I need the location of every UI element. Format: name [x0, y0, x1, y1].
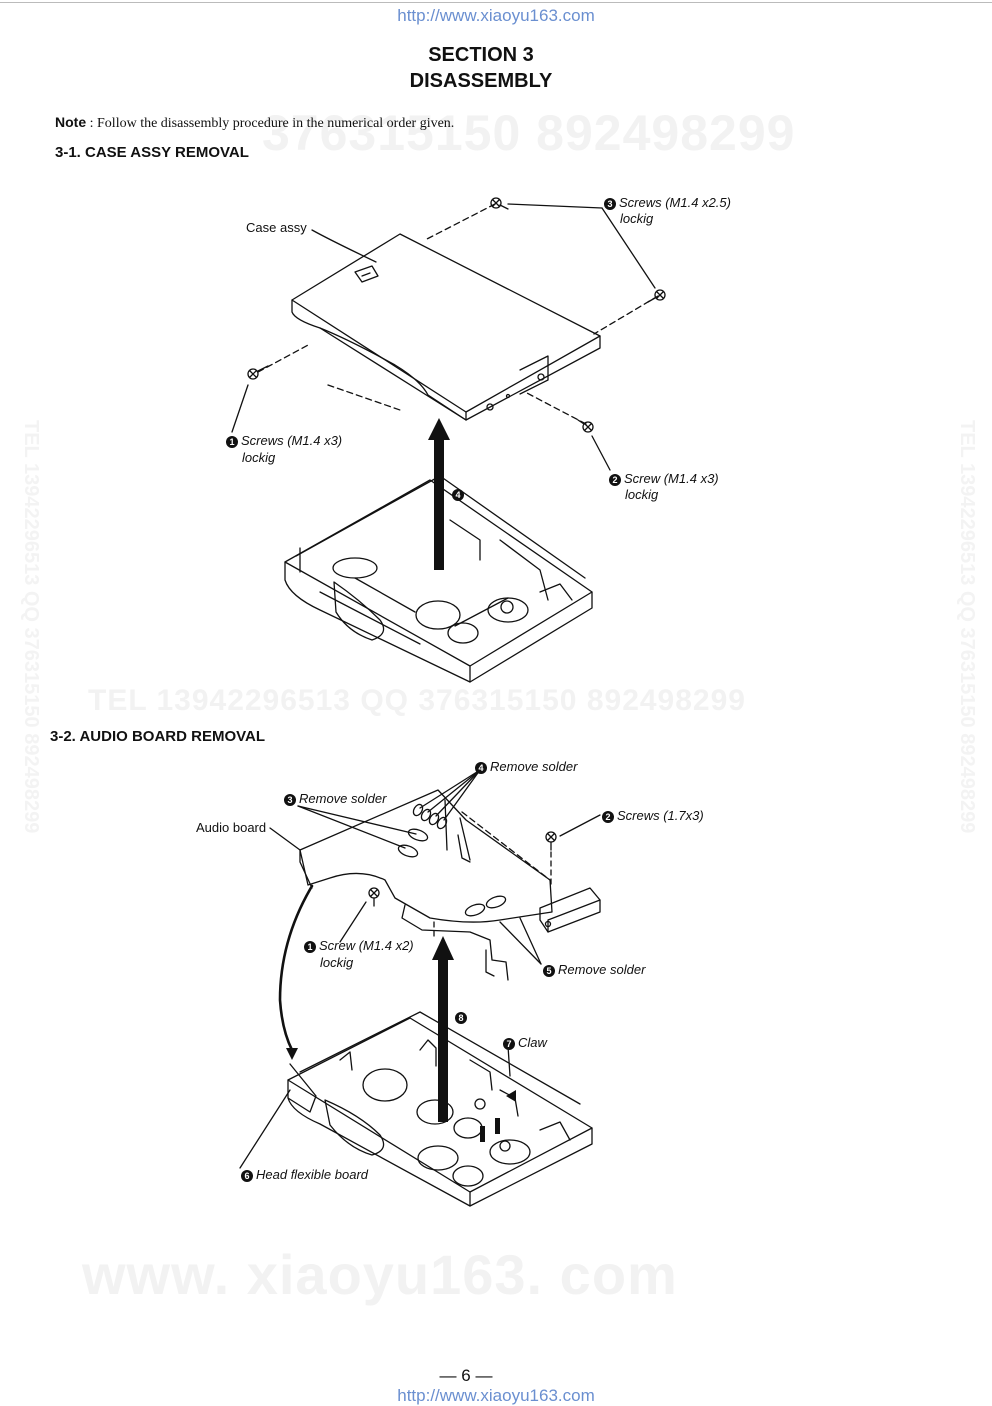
step4-number: 4 — [452, 489, 464, 501]
s2-step6-number: 6 — [241, 1170, 253, 1182]
s2-step7-number: 7 — [503, 1038, 515, 1050]
section2-heading: 3-2. AUDIO BOARD REMOVAL — [50, 728, 266, 745]
s2-step3-number: 3 — [284, 794, 296, 806]
s2-step5-text: Remove solder — [558, 962, 646, 977]
s2-step1-number: 1 — [304, 941, 316, 953]
s2-step4-text: Remove solder — [490, 759, 578, 774]
note-text: : Follow the disassembly procedure in th… — [89, 116, 455, 131]
step3-subtext: lockig — [620, 211, 654, 226]
note-label: Note — [55, 114, 87, 130]
s2-step2-text: Screws (1.7x3) — [617, 808, 704, 823]
step1-number: 1 — [226, 436, 238, 448]
watermark-row1: 376315150 892498299 — [262, 105, 796, 161]
step2-text: Screw (M1.4 x3) — [624, 471, 719, 486]
step3-number: 3 — [604, 198, 616, 210]
footer-url[interactable]: http://www.xiaoyu163.com — [397, 1386, 595, 1405]
audio-board — [299, 789, 553, 923]
step2-number: 2 — [609, 474, 621, 486]
s2-step5-number: 5 — [543, 965, 555, 977]
audio-board-label: Audio board — [196, 820, 267, 835]
s2-step2-number: 2 — [602, 811, 614, 823]
s2-step7-text: Claw — [518, 1035, 547, 1050]
s2-step6-text: Head flexible board — [256, 1167, 369, 1182]
screw-3a — [490, 197, 509, 210]
board-screw-1 — [368, 887, 380, 907]
lift-arrow-2 — [432, 936, 454, 1122]
s2-step8-number: 8 — [455, 1012, 467, 1024]
s2-step3-text: Remove solder — [299, 791, 387, 806]
step1-subtext: lockig — [242, 450, 276, 465]
note: Note : Follow the disassembly procedure … — [55, 114, 454, 132]
step8-label: 8 — [455, 1009, 470, 1024]
section-title: SECTION 3 — [428, 44, 534, 66]
s2-step1-text: Screw (M1.4 x2) — [319, 938, 414, 953]
s2-step4-number: 4 — [475, 762, 487, 774]
step2-subtext: lockig — [625, 487, 659, 502]
section1-heading: 3-1. CASE ASSY REMOVAL — [55, 144, 249, 161]
board-screw-2 — [545, 831, 557, 851]
step3-text: Screws (M1.4 x2.5) — [619, 195, 731, 210]
header-url[interactable]: http://www.xiaoyu163.com — [397, 6, 595, 25]
screw-2 — [577, 419, 594, 433]
section-subtitle: DISASSEMBLY — [409, 70, 553, 92]
watermark-row3: www. xiaoyu163. com — [82, 1243, 678, 1306]
screw-3b — [647, 289, 666, 303]
step1-text: Screws (M1.4 x3) — [241, 433, 343, 448]
screw-1 — [247, 365, 269, 380]
s2-step1-subtext: lockig — [320, 955, 354, 970]
step4-label: 4 — [452, 486, 467, 501]
lift-arrow — [428, 418, 450, 570]
top-rule — [0, 2, 992, 3]
page-number: — 6 — — [439, 1366, 493, 1385]
case-assy-label: Case assy — [246, 220, 307, 235]
watermark-row2: TEL 13942296513 QQ 376315150 892498299 — [88, 684, 746, 717]
